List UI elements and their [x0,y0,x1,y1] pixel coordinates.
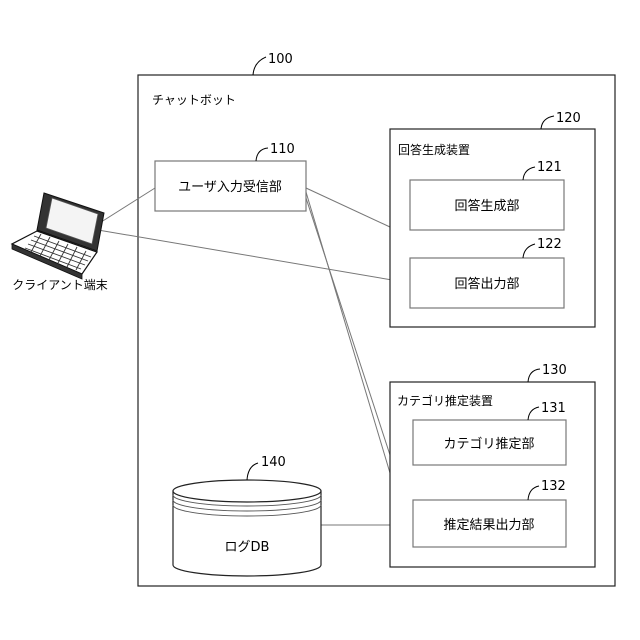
client-label: クライアント端末 [12,278,108,292]
answer-generator-label: 回答生成部 [454,198,519,214]
client-terminal: クライアント端末 [12,193,108,292]
chatbot-ref-leader [253,57,266,75]
log-db-ref: 140 [261,455,286,470]
answer-device-ref: 120 [556,111,581,126]
laptop-icon [12,193,104,279]
answer-output-label: 回答出力部 [454,276,519,292]
log-db-label: ログDB [225,540,270,555]
user-input-ref: 110 [270,142,295,157]
category-device-ref: 130 [542,363,567,378]
chatbot-ref: 100 [268,52,293,67]
answer-generator-ref: 121 [537,160,562,175]
category-estimator-label: カテゴリ推定部 [443,436,534,452]
answer-output-ref: 122 [537,237,562,252]
estimation-result-ref: 132 [541,479,566,494]
answer-generation-device: 回答生成装置 120 回答生成部 121 回答出力部 122 [390,111,595,327]
estimation-result-label: 推定結果出力部 [443,518,534,533]
user-input-label: ユーザ入力受信部 [178,180,282,195]
category-estimator-ref: 131 [541,401,566,416]
chatbot-label: チャットボット [152,93,236,107]
category-device-label: カテゴリ推定装置 [397,393,493,408]
category-estimation-device: カテゴリ推定装置 130 カテゴリ推定部 131 推定結果出力部 132 [390,363,595,567]
answer-device-label: 回答生成装置 [398,142,470,157]
database-icon [173,480,321,576]
